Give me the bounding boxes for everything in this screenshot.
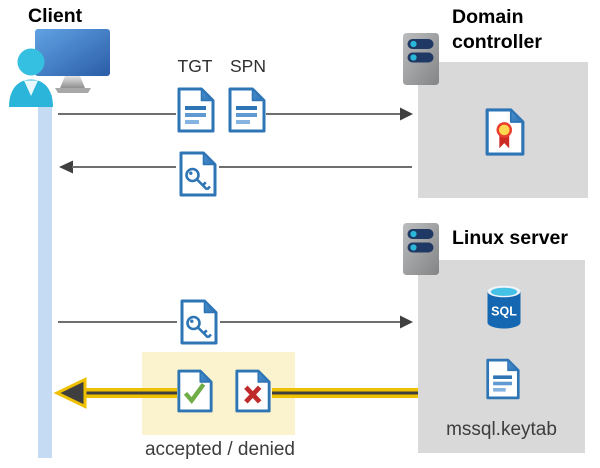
certificate-document-icon [485, 108, 525, 156]
arrow-client-to-linux [58, 315, 413, 329]
client-label: Client [28, 5, 83, 27]
client-timeline [38, 95, 52, 458]
sql-database-icon: SQL [487, 285, 521, 329]
keytab-document-icon [486, 358, 520, 400]
spn-label: SPN [230, 56, 266, 76]
key-document-icon-dc [179, 151, 217, 197]
arrow-dc-to-client [59, 160, 412, 174]
result-highlight-box [142, 352, 295, 435]
key-document-icon-linux [180, 299, 218, 345]
domain-controller-label: Domain controller [452, 6, 542, 54]
domain-controller-server-icon [403, 33, 439, 85]
client-icon [9, 29, 110, 107]
denied-document-icon [235, 369, 271, 413]
accepted-document-icon [177, 369, 213, 413]
linux-server-icon [403, 223, 439, 275]
keytab-label: mssql.keytab [446, 419, 557, 440]
linux-server-label: Linux server [452, 227, 568, 249]
tgt-document-icon [177, 87, 215, 133]
result-label: accepted / denied [144, 439, 295, 460]
sql-text: SQL [491, 305, 517, 319]
tgt-label: TGT [177, 56, 213, 76]
spn-document-icon [228, 87, 266, 133]
